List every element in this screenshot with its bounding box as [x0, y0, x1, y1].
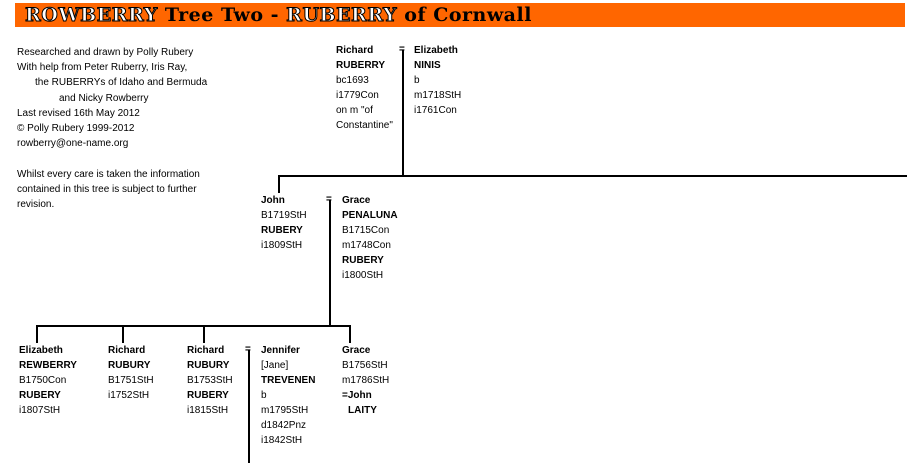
marriage-symbol: =: [245, 345, 251, 355]
child-drop-line: [203, 325, 205, 343]
credit-line: © Polly Rubery 1999-2012: [17, 123, 135, 135]
title-banner: ROWBERRY Tree Two - RUBERRY of Cornwall: [15, 3, 905, 27]
credit-line: the RUBERRYs of Idaho and Bermuda: [35, 77, 208, 89]
person-richard-ruberry-sr: Richard RUBERRY bc1693 i1779Con on m "of…: [336, 45, 393, 131]
marriage-symbol: =: [399, 45, 405, 55]
credits-block: Researched and drawn by Polly Rubery Wit…: [17, 45, 257, 151]
child-drop-line: [278, 175, 280, 193]
credit-line: Researched and drawn by Polly Rubery: [17, 47, 194, 58]
credit-line: Last revised 16th May 2012: [17, 107, 140, 119]
contact-email[interactable]: rowberry@one-name.org: [17, 138, 129, 150]
person-jennifer-trevenen: Jennifer [Jane] TREVENEN b m1795StH d184…: [261, 345, 316, 446]
marriage-line: [402, 50, 404, 176]
page-title: ROWBERRY Tree Two - RUBERRY of Cornwall: [25, 4, 532, 27]
person-grace-penaluna: Grace PENALUNA B1715Con m1748Con RUBERY …: [342, 195, 398, 281]
child-drop-line: [349, 325, 351, 343]
marriage-symbol: =: [326, 195, 332, 205]
sibling-line: [36, 325, 351, 327]
person-john-rubery: John B1719StH RUBERY i1809StH: [261, 195, 307, 251]
child-drop-line: [122, 325, 124, 343]
marriage-line: [329, 200, 331, 326]
person-elizabeth-rewberry: Elizabeth REWBERRY B1750Con RUBERY i1807…: [19, 345, 77, 416]
person-richard-rubury-1751: Richard RUBURY B1751StH i1752StH: [108, 345, 154, 401]
marriage-line: [248, 350, 250, 463]
sibling-line: [278, 175, 907, 177]
person-elizabeth-ninis: Elizabeth NINIS b m1718StH i1761Con: [414, 45, 462, 116]
title-of-cornwall: of Cornwall: [397, 4, 532, 26]
title-surname-rowberry: ROWBERRY: [25, 4, 158, 27]
credit-line: and Nicky Rowberry: [59, 92, 149, 104]
child-drop-line: [36, 325, 38, 343]
person-grace-1756: Grace B1756StH m1786StH =John LAITY: [342, 345, 390, 416]
title-surname-ruberry: RUBERRY: [286, 4, 398, 27]
credit-line: With help from Peter Ruberry, Iris Ray,: [17, 62, 188, 74]
disclaimer: Whilst every care is taken the informati…: [17, 169, 200, 210]
person-richard-rubury-1753: Richard RUBURY B1753StH RUBERY i1815StH: [187, 345, 233, 416]
title-tree-two: Tree Two -: [157, 4, 287, 26]
